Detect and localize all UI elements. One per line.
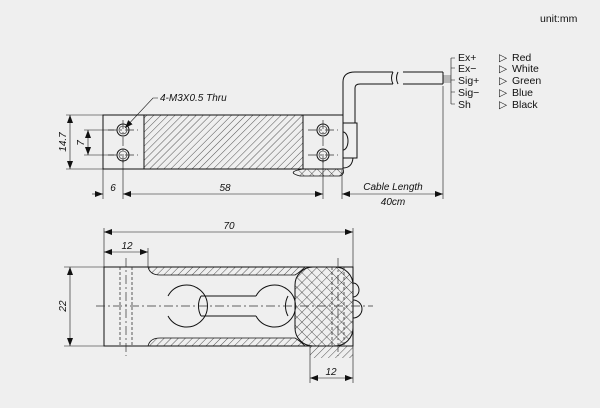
wiring-legend: Ex+ ▷ Red Ex− ▷ White Sig+ ▷ Green Sig− … (458, 52, 541, 111)
top-view: Ex+ ▷ Red Ex− ▷ White Sig+ ▷ Green Sig− … (58, 52, 541, 208)
cable-clamp (342, 122, 358, 159)
dim-height: 14.7 (58, 132, 69, 152)
arrow-icon: ▷ (499, 99, 508, 111)
mount-hatch (310, 346, 353, 358)
wire-signal: Ex− (458, 63, 476, 75)
hole-note: 4-M3X0.5 Thru (160, 93, 227, 104)
arrow-icon: ▷ (499, 52, 508, 64)
dim-right-block: 12 (325, 367, 337, 378)
centerline (96, 258, 373, 356)
arrow-icon: ▷ (499, 87, 508, 99)
arrow-icon: ▷ (499, 75, 508, 87)
bottom-dimensions: 70 12 22 12 (58, 221, 354, 383)
cable-length-value: 40cm (381, 197, 405, 208)
dim-length: 70 (223, 221, 235, 232)
bottom-hatch (292, 168, 344, 177)
dim-left-block: 12 (121, 241, 133, 252)
wire-signal: Sig− (458, 87, 479, 99)
dim-edge: 6 (110, 183, 116, 194)
strain-area-hatch (143, 114, 304, 170)
unit-label: unit:mm (540, 13, 578, 25)
wire-color: White (512, 63, 539, 75)
wire-color: Green (512, 75, 541, 87)
cable-length-label: Cable Length (363, 182, 423, 193)
dim-width: 22 (58, 300, 69, 313)
wire-color: Black (512, 99, 538, 111)
arrow-icon: ▷ (499, 63, 508, 75)
wire-color: Blue (512, 87, 533, 99)
cable-outlet (352, 282, 363, 319)
wire-signal: Sig+ (458, 75, 479, 87)
dim-hole-spacing: 7 (76, 140, 87, 146)
wire-signal: Sh (458, 99, 471, 111)
wire-color: Red (512, 52, 531, 64)
bottom-view: 70 12 22 12 (58, 221, 373, 383)
hole-note-leader (124, 97, 158, 129)
cable (342, 57, 455, 123)
dim-hole-distance: 58 (219, 183, 231, 194)
top-dimensions: 14.7 7 6 58 Cable Length 40cm (58, 86, 444, 208)
wire-signal: Ex+ (458, 52, 476, 64)
